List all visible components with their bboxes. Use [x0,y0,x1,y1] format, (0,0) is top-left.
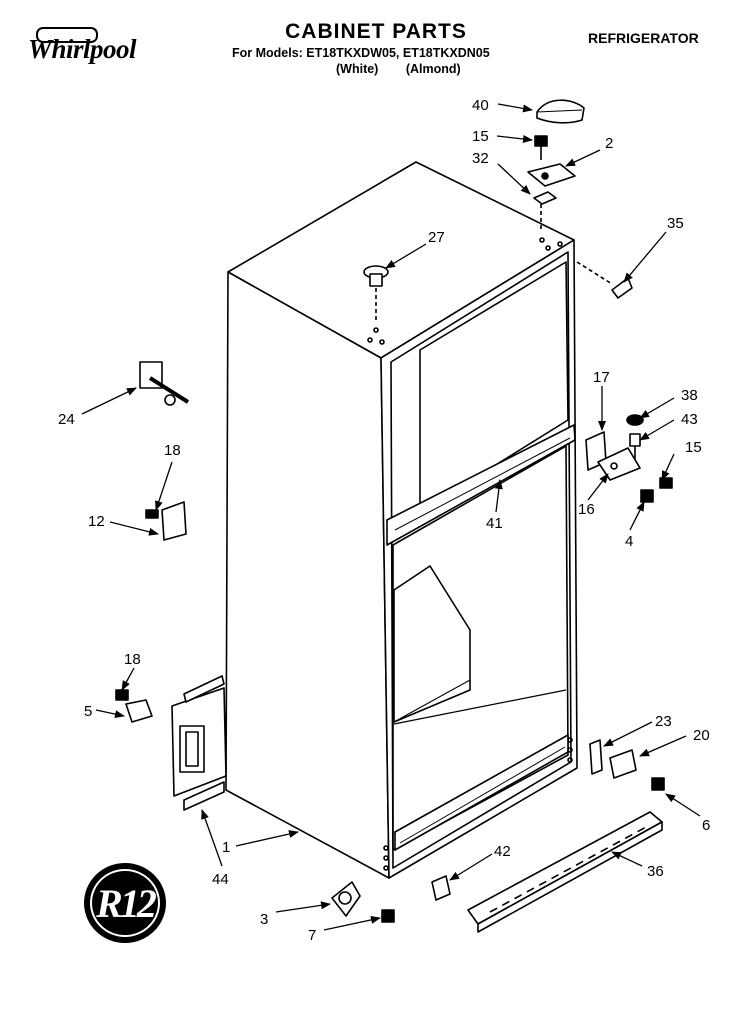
label-18b: 18 [124,651,141,668]
label-7: 7 [308,927,316,944]
label-42: 42 [494,843,511,860]
label-12: 12 [88,513,105,530]
roller-part [331,881,361,917]
lower-hinge-spacer [589,739,603,775]
label-20: 20 [693,727,710,744]
label-35: 35 [667,215,684,232]
model-numbers: For Models: ET18TKXDW05, ET18TKXDN05 [232,46,490,60]
side-bracket-part [171,675,227,811]
label-15b: 15 [685,439,702,456]
hinge-bolt-part [640,489,654,503]
label-23: 23 [655,713,672,730]
hinge-screw-top [534,135,548,160]
label-36: 36 [647,863,664,880]
label-1: 1 [222,839,230,856]
lower-bracket-12 [145,501,187,541]
label-15a: 15 [472,128,489,145]
label-40: 40 [472,97,489,114]
label-5: 5 [84,703,92,720]
label-17: 17 [593,369,610,386]
label-6: 6 [702,817,710,834]
hinge-shim-part [533,191,557,232]
page-title: CABINET PARTS [285,20,467,43]
top-hinge-part [527,163,576,187]
label-38: 38 [681,387,698,404]
toe-grille-part [467,811,663,933]
refrigerant-badge: R12 [84,863,166,943]
label-24: 24 [58,411,75,428]
label-41: 41 [486,515,503,532]
label-18a: 18 [164,442,181,459]
top-plug-part [363,265,389,320]
hinge-screw-bottom [651,777,665,791]
model-variants: (White) (Almond) [336,62,461,76]
trim-clip-part [611,277,633,299]
label-32: 32 [472,150,489,167]
cabinet-body [225,161,578,879]
brand-logo: Whirlpool [28,34,137,64]
grille-clip-part [431,875,451,901]
lower-hinge-part-5 [115,689,153,723]
label-4: 4 [625,533,633,550]
hinge-cover-part [536,99,585,124]
label-44: 44 [212,871,229,888]
label-2: 2 [605,135,613,152]
label-16: 16 [578,501,595,518]
label-27: 27 [428,229,445,246]
brand-badge [36,27,98,43]
product-category: REFRIGERATOR [588,30,699,46]
roller-screw [381,909,395,923]
door-stop-part [139,361,190,406]
label-43: 43 [681,411,698,428]
lower-hinge-bracket [609,749,637,779]
label-3: 3 [260,911,268,928]
